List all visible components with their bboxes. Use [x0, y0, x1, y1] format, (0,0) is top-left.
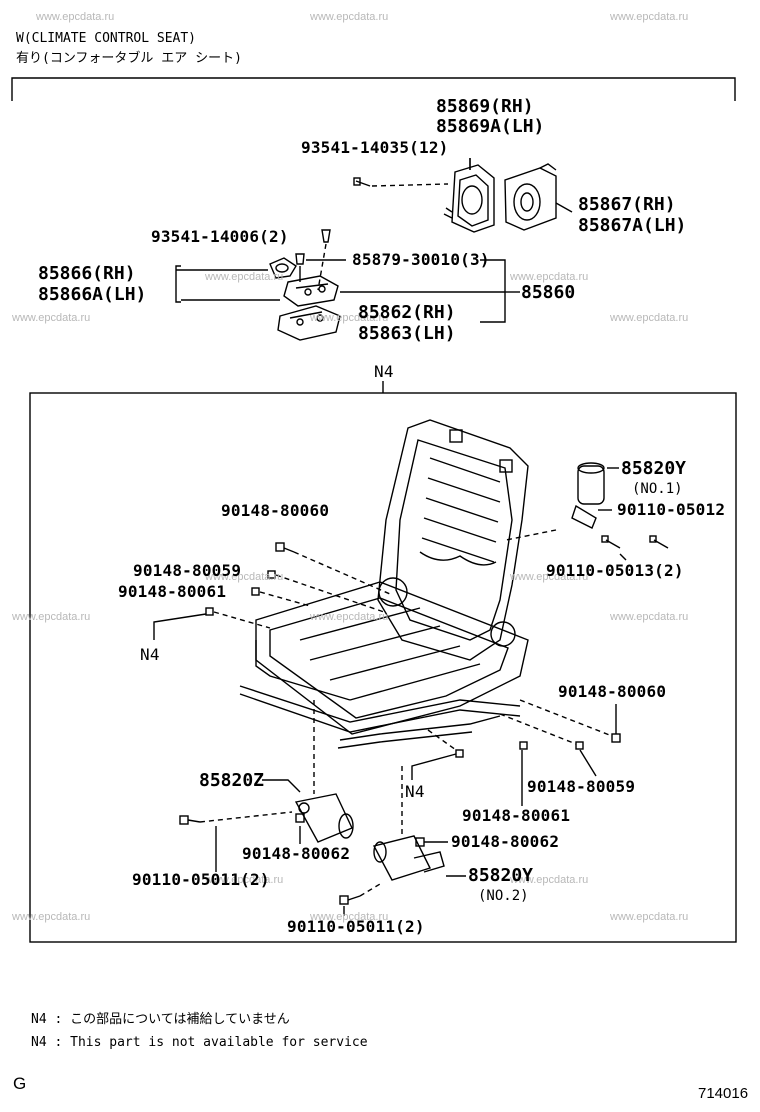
part-label-90110-05011-a: 90110-05011(2)	[132, 870, 270, 889]
label-n4-mid: N4	[405, 782, 425, 801]
part-label-85862: 85862(RH)	[358, 302, 456, 323]
label-n4-left: N4	[140, 645, 160, 664]
leader-bolt-right-2	[499, 713, 577, 745]
bracket-85860	[480, 259, 506, 323]
part-label-93541-14035: 93541-14035(12)	[301, 138, 449, 157]
bolts-right	[455, 733, 621, 758]
watermark: www.epcdata.ru	[510, 571, 589, 583]
leader-bolt-90110-05011-a	[199, 811, 293, 823]
part-label-85863: 85863(LH)	[358, 323, 456, 344]
part-label-90110-05011-b: 90110-05011(2)	[287, 917, 425, 936]
watermark: www.epcdata.ru	[12, 312, 91, 324]
seat-part-85866	[269, 257, 297, 279]
watermark: www.epcdata.ru	[510, 271, 589, 283]
motor-85820y-no1	[571, 462, 605, 529]
bracket-85862	[283, 275, 339, 307]
leader-93541-14006	[317, 243, 327, 291]
screw-85879	[295, 253, 305, 282]
part-label-85860: 85860	[521, 282, 576, 303]
watermark: www.epcdata.ru	[610, 911, 689, 923]
footer-section-letter: G	[13, 1074, 27, 1093]
part-label-85820y-no1-sub: (NO.1)	[632, 481, 683, 497]
leader-93541-14035	[371, 183, 449, 187]
part-label-90110-05012: 90110-05012	[617, 500, 726, 519]
watermark: www.epcdata.ru	[36, 11, 115, 23]
part-label-85820z: 85820Z	[199, 770, 265, 791]
leader-motor-no1-frame	[505, 529, 557, 541]
part-label-90148-80060-a: 90148-80060	[221, 501, 330, 520]
leader-bolt-90110-05011-b	[359, 883, 381, 897]
part-label-90148-80062-b: 90148-80062	[451, 832, 560, 851]
footer-illustration-number: 714016	[698, 1085, 749, 1102]
watermark: www.epcdata.ru	[205, 571, 284, 583]
leader-90148-80061-a	[259, 591, 311, 607]
watermark: www.epcdata.ru	[12, 611, 91, 623]
seat-frame	[239, 419, 529, 749]
header-condition-jp: 有り(コンフォータブル エア シート)	[16, 51, 242, 66]
leader-90148-80059-a	[275, 574, 385, 613]
part-label-85879-30010: 85879-30010(3)	[352, 250, 490, 269]
bolt-90110-05011-a	[179, 815, 201, 825]
header-condition-en: W(CLIMATE CONTROL SEAT)	[16, 31, 197, 46]
motor-85820y-no2	[372, 835, 445, 881]
part-label-90110-05013: 90110-05013(2)	[546, 561, 684, 580]
part-label-85866a: 85866A(LH)	[38, 284, 147, 305]
plate-85863	[277, 305, 341, 341]
fan-cover-85867	[504, 163, 557, 231]
leader-90110-05013	[619, 553, 627, 561]
note-n4-en: N4 : This part is not available for serv…	[31, 1035, 368, 1050]
watermark: www.epcdata.ru	[610, 312, 689, 324]
watermark: www.epcdata.ru	[610, 11, 689, 23]
leader-n4-mid-bolt	[427, 729, 457, 751]
part-label-85820y-no1: 85820Y	[621, 458, 687, 479]
watermark: www.epcdata.ru	[310, 312, 389, 324]
watermark: www.epcdata.ru	[310, 611, 389, 623]
bracket-85866-label	[175, 265, 181, 303]
leader-85820z	[262, 779, 301, 793]
part-label-90148-80061-a: 90148-80061	[118, 582, 227, 601]
part-label-90148-80059-a: 90148-80059	[133, 561, 242, 580]
leader-bolt-right-1	[519, 699, 613, 737]
leader-n4-mid	[411, 753, 457, 780]
watermark: www.epcdata.ru	[510, 874, 589, 886]
bolts-left	[205, 542, 295, 616]
leader-n4-left	[213, 611, 271, 629]
top-bracket	[11, 77, 736, 101]
group-label-n4: N4	[374, 362, 394, 381]
bolt-90110-05013	[601, 535, 669, 549]
leader-90148-80059-b	[579, 749, 597, 777]
screw-93541-14035	[353, 177, 371, 187]
part-label-90148-80062-a: 90148-80062	[242, 844, 351, 863]
part-label-85820y-no2: 85820Y	[468, 865, 534, 886]
leader-85867	[555, 202, 573, 213]
watermark: www.epcdata.ru	[310, 911, 389, 923]
part-label-90148-80060-b: 90148-80060	[558, 682, 667, 701]
part-label-85869: 85869(RH)	[436, 96, 534, 117]
watermark: www.epcdata.ru	[310, 11, 389, 23]
part-label-85866: 85866(RH)	[38, 263, 136, 284]
part-label-90148-80059-b: 90148-80059	[527, 777, 636, 796]
part-label-85867a: 85867A(LH)	[578, 215, 687, 236]
part-label-85869a: 85869A(LH)	[436, 116, 545, 137]
part-label-93541-14006: 93541-14006(2)	[151, 227, 289, 246]
part-label-85820y-no2-sub: (NO.2)	[478, 888, 529, 904]
leader-90148-80060-a	[293, 551, 391, 595]
watermark: www.epcdata.ru	[12, 911, 91, 923]
leader-n4-left-label	[153, 613, 207, 640]
motor-85820z	[294, 793, 354, 843]
fan-housing-85869	[443, 158, 495, 233]
watermark: www.epcdata.ru	[610, 611, 689, 623]
part-label-85867: 85867(RH)	[578, 194, 676, 215]
watermark: www.epcdata.ru	[205, 271, 284, 283]
part-label-90148-80061-b: 90148-80061	[462, 806, 571, 825]
bolt-90110-05011-b	[339, 895, 361, 905]
note-n4-jp: N4 : この部品については補給していません	[31, 1012, 290, 1027]
screw-93541-14006	[321, 229, 331, 243]
watermark: www.epcdata.ru	[205, 874, 284, 886]
